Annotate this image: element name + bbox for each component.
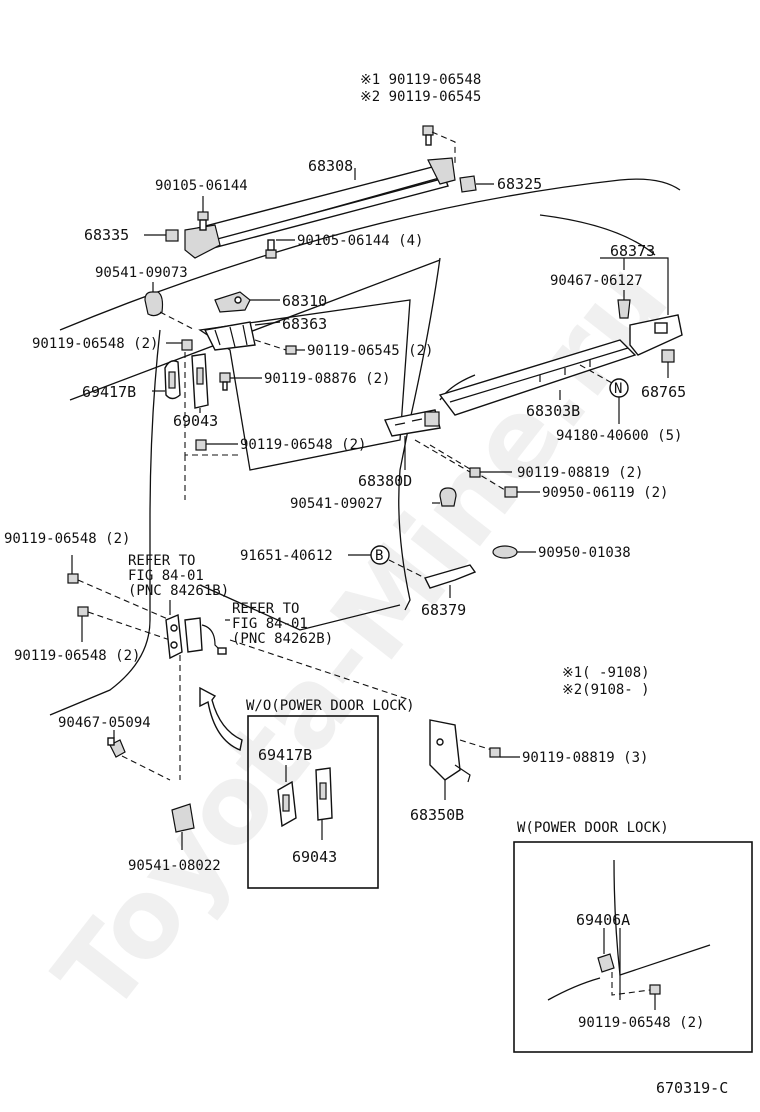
part-68765-cover[interactable] <box>661 349 675 363</box>
part-68363-hinge[interactable] <box>203 321 256 351</box>
part-68308-upper-rail[interactable] <box>184 157 456 259</box>
label-90467-06127: 90467-06127 <box>550 273 643 289</box>
label-90119-06548-2-d: 90119-06548 (2) <box>14 648 140 664</box>
label-w-90119-06548-2: 90119-06548 (2) <box>578 1015 704 1031</box>
label-wo-69417B: 69417B <box>258 746 312 764</box>
w-power-door-lock-box <box>513 841 753 1053</box>
label-90119-06548-2-b: 90119-06548 (2) <box>240 437 366 453</box>
part-lock-84262B[interactable] <box>184 617 227 655</box>
label-note1-bolt: ※1 90119-06548 <box>360 72 481 88</box>
label-90541-09027: 90541-09027 <box>290 496 383 512</box>
label-refer1-line1: REFER TO <box>128 553 195 569</box>
bolt-icon-90119-06548-a <box>181 339 193 351</box>
label-note2-bolt: ※2 90119-06545 <box>360 89 481 105</box>
label-90119-08819-2: 90119-08819 (2) <box>517 465 643 481</box>
bolt-icon-90119-06548-c <box>67 573 79 584</box>
cushion-90541-09073-icon <box>144 291 164 317</box>
wo-part-69043[interactable] <box>315 767 333 821</box>
label-90950-01038: 90950-01038 <box>538 545 631 561</box>
label-90950-06119-2: 90950-06119 (2) <box>542 485 668 501</box>
part-68303B-lower-rail[interactable] <box>438 339 637 416</box>
label-w-title: W(POWER DOOR LOCK) <box>517 820 669 836</box>
bolt-icon-90119-08876 <box>219 372 231 391</box>
part-69043-striker[interactable] <box>191 353 209 409</box>
label-90105-06144: 90105-06144 <box>155 178 248 194</box>
label-68373: 68373 <box>610 242 655 260</box>
cushion-90541-08022-icon <box>171 803 195 833</box>
label-68308: 68308 <box>308 157 353 175</box>
callout-B-icon: B <box>370 545 390 565</box>
callout-B: B <box>375 548 383 564</box>
label-refer1-line3: (PNC 84261B) <box>128 583 229 599</box>
bolt-icon-90119-08819-b <box>489 747 501 758</box>
label-wo-69043: 69043 <box>292 848 337 866</box>
bolt-icon-90105-06144 <box>197 211 209 231</box>
label-90119-06548-2-a: 90119-06548 (2) <box>32 336 158 352</box>
label-90541-08022: 90541-08022 <box>128 858 221 874</box>
label-90541-09073: 90541-09073 <box>95 265 188 281</box>
label-68765: 68765 <box>641 383 686 401</box>
plug-90950-01038-icon <box>492 545 518 559</box>
label-refer2-line3: (PNC 84262B) <box>232 631 333 647</box>
wo-part-69417B[interactable] <box>277 780 297 828</box>
label-refer2-line2: FIG 84-01 <box>232 616 308 632</box>
label-refer1-line2: FIG 84-01 <box>128 568 204 584</box>
part-68380D-bracket[interactable] <box>384 409 441 437</box>
label-94180-40600-5: 94180-40600 (5) <box>556 428 682 444</box>
clip-68335-icon <box>165 229 179 242</box>
wo-power-door-lock-box <box>247 715 379 889</box>
label-68380D: 68380D <box>358 472 412 490</box>
label-wo-title: W/O(POWER DOOR LOCK) <box>246 698 415 714</box>
label-68310: 68310 <box>282 292 327 310</box>
part-68379-link[interactable] <box>423 564 477 589</box>
bolt-icon-top <box>422 125 434 146</box>
label-68379: 68379 <box>421 601 466 619</box>
label-91651-40612: 91651-40612 <box>240 548 333 564</box>
callout-N-icon: N <box>609 378 629 398</box>
label-90119-06548-2-c: 90119-06548 (2) <box>4 531 130 547</box>
label-90119-06545-2: 90119-06545 (2) <box>307 343 433 359</box>
diagram-code: 670319-C <box>656 1079 728 1097</box>
w-bolt-icon <box>649 984 661 995</box>
bolt-icon-90119-06548-d <box>77 606 89 617</box>
label-refer2-line1: REFER TO <box>232 601 299 617</box>
label-w-69406A: 69406A <box>576 911 630 929</box>
clip-68325-icon <box>459 175 477 193</box>
label-69417B: 69417B <box>82 383 136 401</box>
part-68310-bracket[interactable] <box>214 291 251 313</box>
w-part-69406A[interactable] <box>597 953 615 973</box>
part-labels: ※1 90119-06548 ※2 90119-06545 68308 6832… <box>4 72 728 1097</box>
bolt-icon-90105-06144-4 <box>265 239 277 259</box>
bolt-icon-90119-06545 <box>285 345 297 355</box>
label-90119-08876-2: 90119-08876 (2) <box>264 371 390 387</box>
label-90105-06144-4: 90105-06144 (4) <box>297 233 423 249</box>
part-68350B-latch[interactable] <box>429 719 471 783</box>
label-68325: 68325 <box>497 175 542 193</box>
label-90119-08819-3: 90119-08819 (3) <box>522 750 648 766</box>
cushion-90541-09027-icon <box>439 487 457 507</box>
callout-N: N <box>614 381 622 397</box>
label-68335: 68335 <box>84 226 129 244</box>
clip-90467-06127-icon <box>617 299 631 319</box>
clip-90950-06119-icon <box>504 486 518 498</box>
clip-90467-05094-icon <box>107 737 126 758</box>
label-68350B: 68350B <box>410 806 464 824</box>
bolt-icon-90119-06548-b <box>195 439 207 451</box>
part-lock-84261B[interactable] <box>165 613 183 660</box>
label-68363: 68363 <box>282 315 327 333</box>
bolt-icon-90119-08819-a <box>469 467 481 478</box>
part-69417B-plate[interactable] <box>164 360 181 400</box>
arrow-icon <box>199 686 243 751</box>
part-68373-end-cap[interactable] <box>629 314 683 356</box>
label-note1-range: ※1( -9108) <box>562 665 650 681</box>
w-body-lines <box>547 859 711 1001</box>
label-69043: 69043 <box>173 412 218 430</box>
label-note2-range: ※2(9108- ) <box>562 682 650 698</box>
label-90467-05094: 90467-05094 <box>58 715 151 731</box>
label-68303B: 68303B <box>526 402 580 420</box>
